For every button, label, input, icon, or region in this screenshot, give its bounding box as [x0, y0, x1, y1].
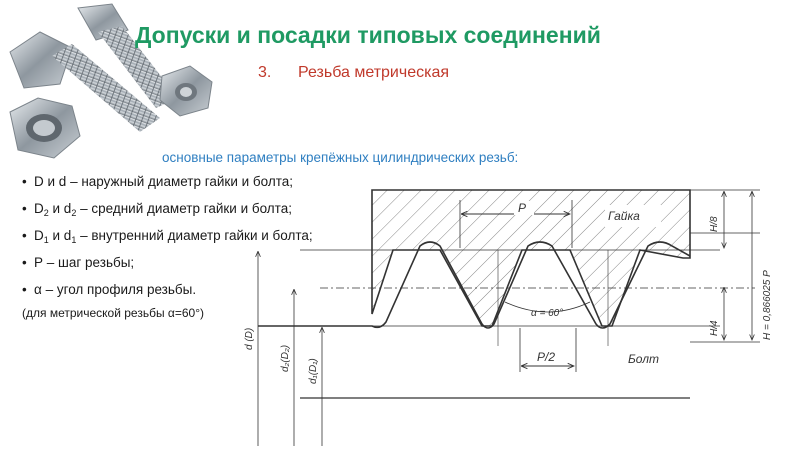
- bullet-icon: •: [22, 282, 27, 297]
- bolt-profile-line: [258, 241, 691, 329]
- nut-label: Гайка: [608, 209, 640, 223]
- h8-label: H/8: [709, 216, 720, 232]
- list-item: •D2 и d2 – средний диаметр гайки и болта…: [22, 201, 292, 218]
- pitch-diameter-label: d₂(D₂): [280, 345, 291, 372]
- list-item: •D и d – наружный диаметр гайки и болта;: [22, 174, 294, 189]
- h4-label: H/4: [709, 320, 720, 336]
- bullet-icon: •: [22, 228, 27, 243]
- bullet-icon: •: [22, 201, 27, 216]
- slide-title: Допуски и посадки типовых соединений: [135, 22, 601, 48]
- section-heading: 3. Резьба метрическая: [258, 64, 449, 82]
- nut-right-icon: [159, 65, 213, 117]
- bullet-icon: •: [22, 174, 27, 189]
- bolt-back-icon: [77, 3, 178, 108]
- major-diameter-label: d (D): [244, 328, 255, 350]
- bullet-icon: •: [22, 255, 27, 270]
- bolt-front-icon: [9, 31, 160, 132]
- list-item: •α – угол профиля резьбы.: [22, 282, 197, 297]
- section-title: Резьба метрическая: [298, 64, 450, 81]
- angle-label: α = 60°: [531, 308, 563, 319]
- list-item: •P – шаг резьбы;: [22, 255, 135, 270]
- pitch-label: P: [518, 201, 526, 215]
- parameters-intro: основные параметры крепёжных цилиндричес…: [162, 150, 519, 165]
- total-height-label: H = 0,866025 P: [762, 270, 773, 340]
- section-number: 3.: [258, 64, 272, 81]
- metric-thread-note: (для метрической резьбы α=60°): [22, 306, 205, 320]
- parameter-list: •D и d – наружный диаметр гайки и болта;…: [22, 173, 313, 308]
- list-item: •D1 и d1 – внутренний диаметр гайки и бо…: [22, 228, 313, 245]
- bolt-label: Болт: [628, 352, 659, 366]
- nut-front-icon: [9, 97, 81, 159]
- minor-diameter-label: d₁(D₁): [308, 358, 319, 384]
- half-pitch-label: P/2: [537, 350, 555, 364]
